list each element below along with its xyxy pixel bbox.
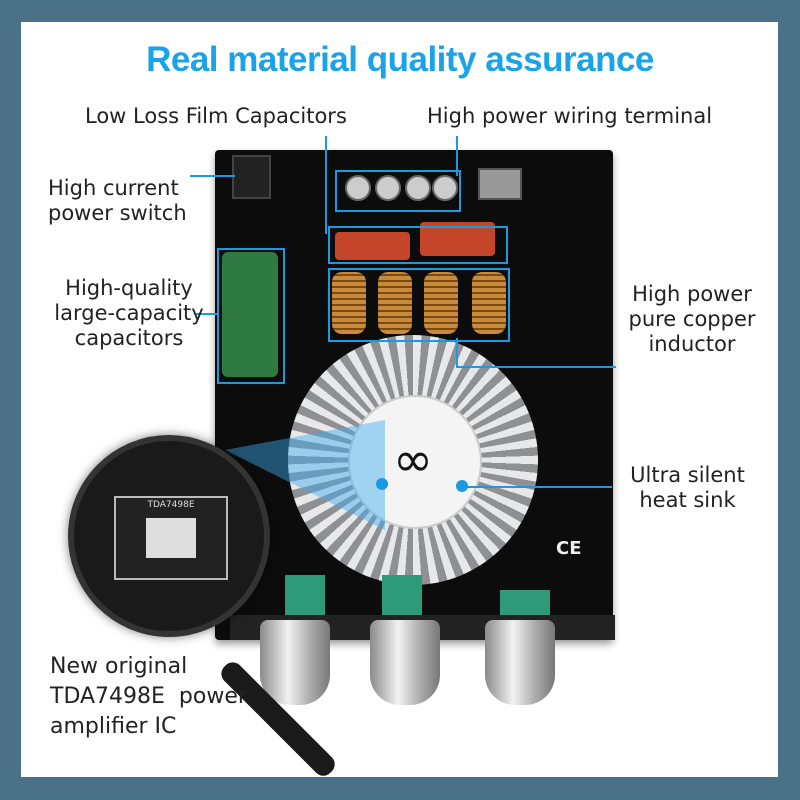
page-title: Real material quality assurance (146, 40, 654, 79)
callout-line-inductor-h (456, 366, 616, 368)
label-film-capacitors: Low Loss Film Capacitors (85, 104, 347, 128)
usb-port (478, 168, 522, 200)
label-line: New original (50, 654, 188, 679)
ce-mark: CE (556, 538, 582, 559)
terminal-screw (405, 175, 431, 201)
label-line: capacitors (74, 326, 184, 350)
inductor-coil (472, 272, 506, 334)
callout-line-capacitors (195, 313, 217, 315)
bass-knob (370, 620, 440, 705)
inductor-coil (332, 272, 366, 334)
callout-dot-heatsink (456, 480, 468, 492)
label-inductor: High power pure copper inductor (612, 282, 772, 357)
label-line: large-capacity (54, 301, 204, 325)
treble-knob (260, 620, 330, 705)
inductor-coil (424, 272, 458, 334)
terminal-screw (375, 175, 401, 201)
terminal-screw (432, 175, 458, 201)
callout-line-heatsink (462, 486, 612, 488)
inductor-coil (378, 272, 412, 334)
label-line: inductor (648, 332, 736, 356)
inductor-highlight-box (328, 268, 510, 342)
capacitor-highlight-box (328, 226, 508, 264)
label-wiring-terminal: High power wiring terminal (427, 104, 713, 128)
callout-line-film (325, 136, 327, 234)
terminal-screw (345, 175, 371, 201)
label-line: High power (632, 282, 752, 306)
volume-potentiometer (500, 590, 550, 615)
chip-pad (146, 518, 196, 558)
label-line: amplifier IC (50, 714, 177, 739)
callout-line-switch (190, 175, 235, 177)
callout-line-inductor-v (456, 338, 458, 368)
treble-potentiometer (285, 575, 325, 615)
infinity-logo-icon: ∞ (393, 432, 433, 488)
film-capacitor (335, 232, 410, 260)
label-line: power switch (48, 201, 187, 225)
label-heat-sink: Ultra silent heat sink (605, 463, 770, 513)
chip-marking: TDA7498E (147, 500, 195, 510)
elcap-highlight-box (217, 248, 285, 384)
terminal-highlight-box (335, 170, 461, 212)
label-line: High current (48, 176, 179, 200)
heat-sink-hub (348, 395, 482, 529)
power-switch-component (232, 155, 271, 199)
callout-dot-ic (376, 478, 388, 490)
label-capacitors: High-quality large-capacity capacitors (40, 276, 218, 351)
volume-knob (485, 620, 555, 705)
callout-line-terminal (456, 136, 458, 176)
label-power-switch: High current power switch (48, 176, 187, 226)
label-ic: New original TDA7498E power amplifier IC (50, 652, 247, 742)
label-line: TDA7498E power (50, 684, 247, 709)
label-line: Ultra silent (630, 463, 745, 487)
label-line: pure copper (628, 307, 756, 331)
tda7498e-chip: TDA7498E (114, 496, 228, 580)
magnifier-lens: TDA7498E (68, 435, 270, 637)
label-line: heat sink (639, 488, 736, 512)
label-line: High-quality (65, 276, 193, 300)
bass-potentiometer (382, 575, 422, 615)
electrolytic-capacitor (222, 252, 278, 377)
